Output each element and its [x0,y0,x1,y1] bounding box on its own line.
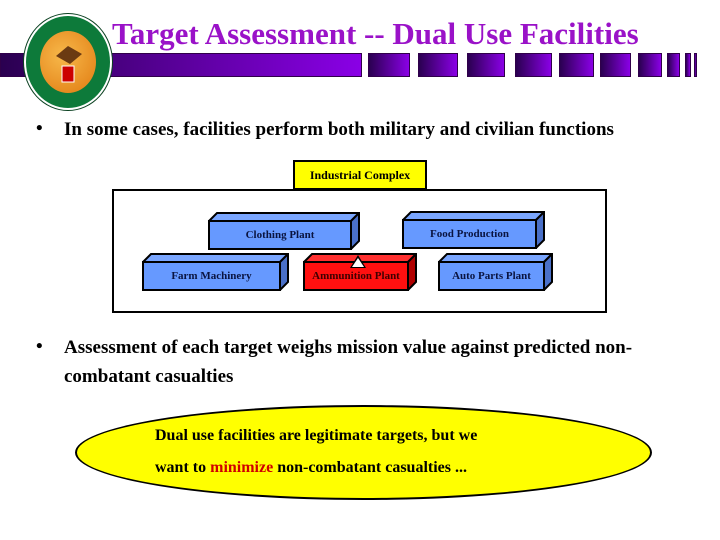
facility-label: Clothing Plant [208,220,352,250]
bullet-text: Assessment of each target weighs mission… [64,337,633,387]
facility-label: Food Production [402,219,537,249]
target-marker-icon-inner [352,258,364,267]
bar-square [600,53,631,77]
facility-auto-parts-plant: Auto Parts Plant [438,253,553,291]
bullet-text: In some cases, facilities perform both m… [64,119,614,140]
facility-clothing-plant: Clothing Plant [208,212,360,250]
callout-text: non-combatant casualties ... [273,459,467,476]
bar-square [667,53,680,77]
callout-line-2: want to minimize non-combatant casualtie… [155,459,467,477]
facility-food-production: Food Production [402,211,545,249]
bar-square [368,53,410,77]
facility-farm-machinery: Farm Machinery [142,253,289,291]
callout-emphasis: minimize [210,459,274,476]
callout-ellipse [75,405,652,500]
centcom-seal-logo [24,14,112,110]
facility-label: Farm Machinery [142,261,281,291]
bullet-marker: • [36,118,43,139]
industrial-complex-label: Industrial Complex [293,160,427,190]
slide-title: Target Assessment -- Dual Use Facilities [112,16,639,51]
bar-square [638,53,662,77]
facility-label: Auto Parts Plant [438,261,545,291]
bullet-marker: • [36,336,43,357]
callout-text: want to [155,459,211,476]
bar-square [418,53,458,77]
callout-line-1: Dual use facilities are legitimate targe… [155,427,478,444]
bar-square [559,53,594,77]
bar-square [515,53,552,77]
bar-square [694,53,697,77]
bar-square [467,53,505,77]
industrial-complex-frame [112,189,607,313]
bar-square [685,53,691,77]
